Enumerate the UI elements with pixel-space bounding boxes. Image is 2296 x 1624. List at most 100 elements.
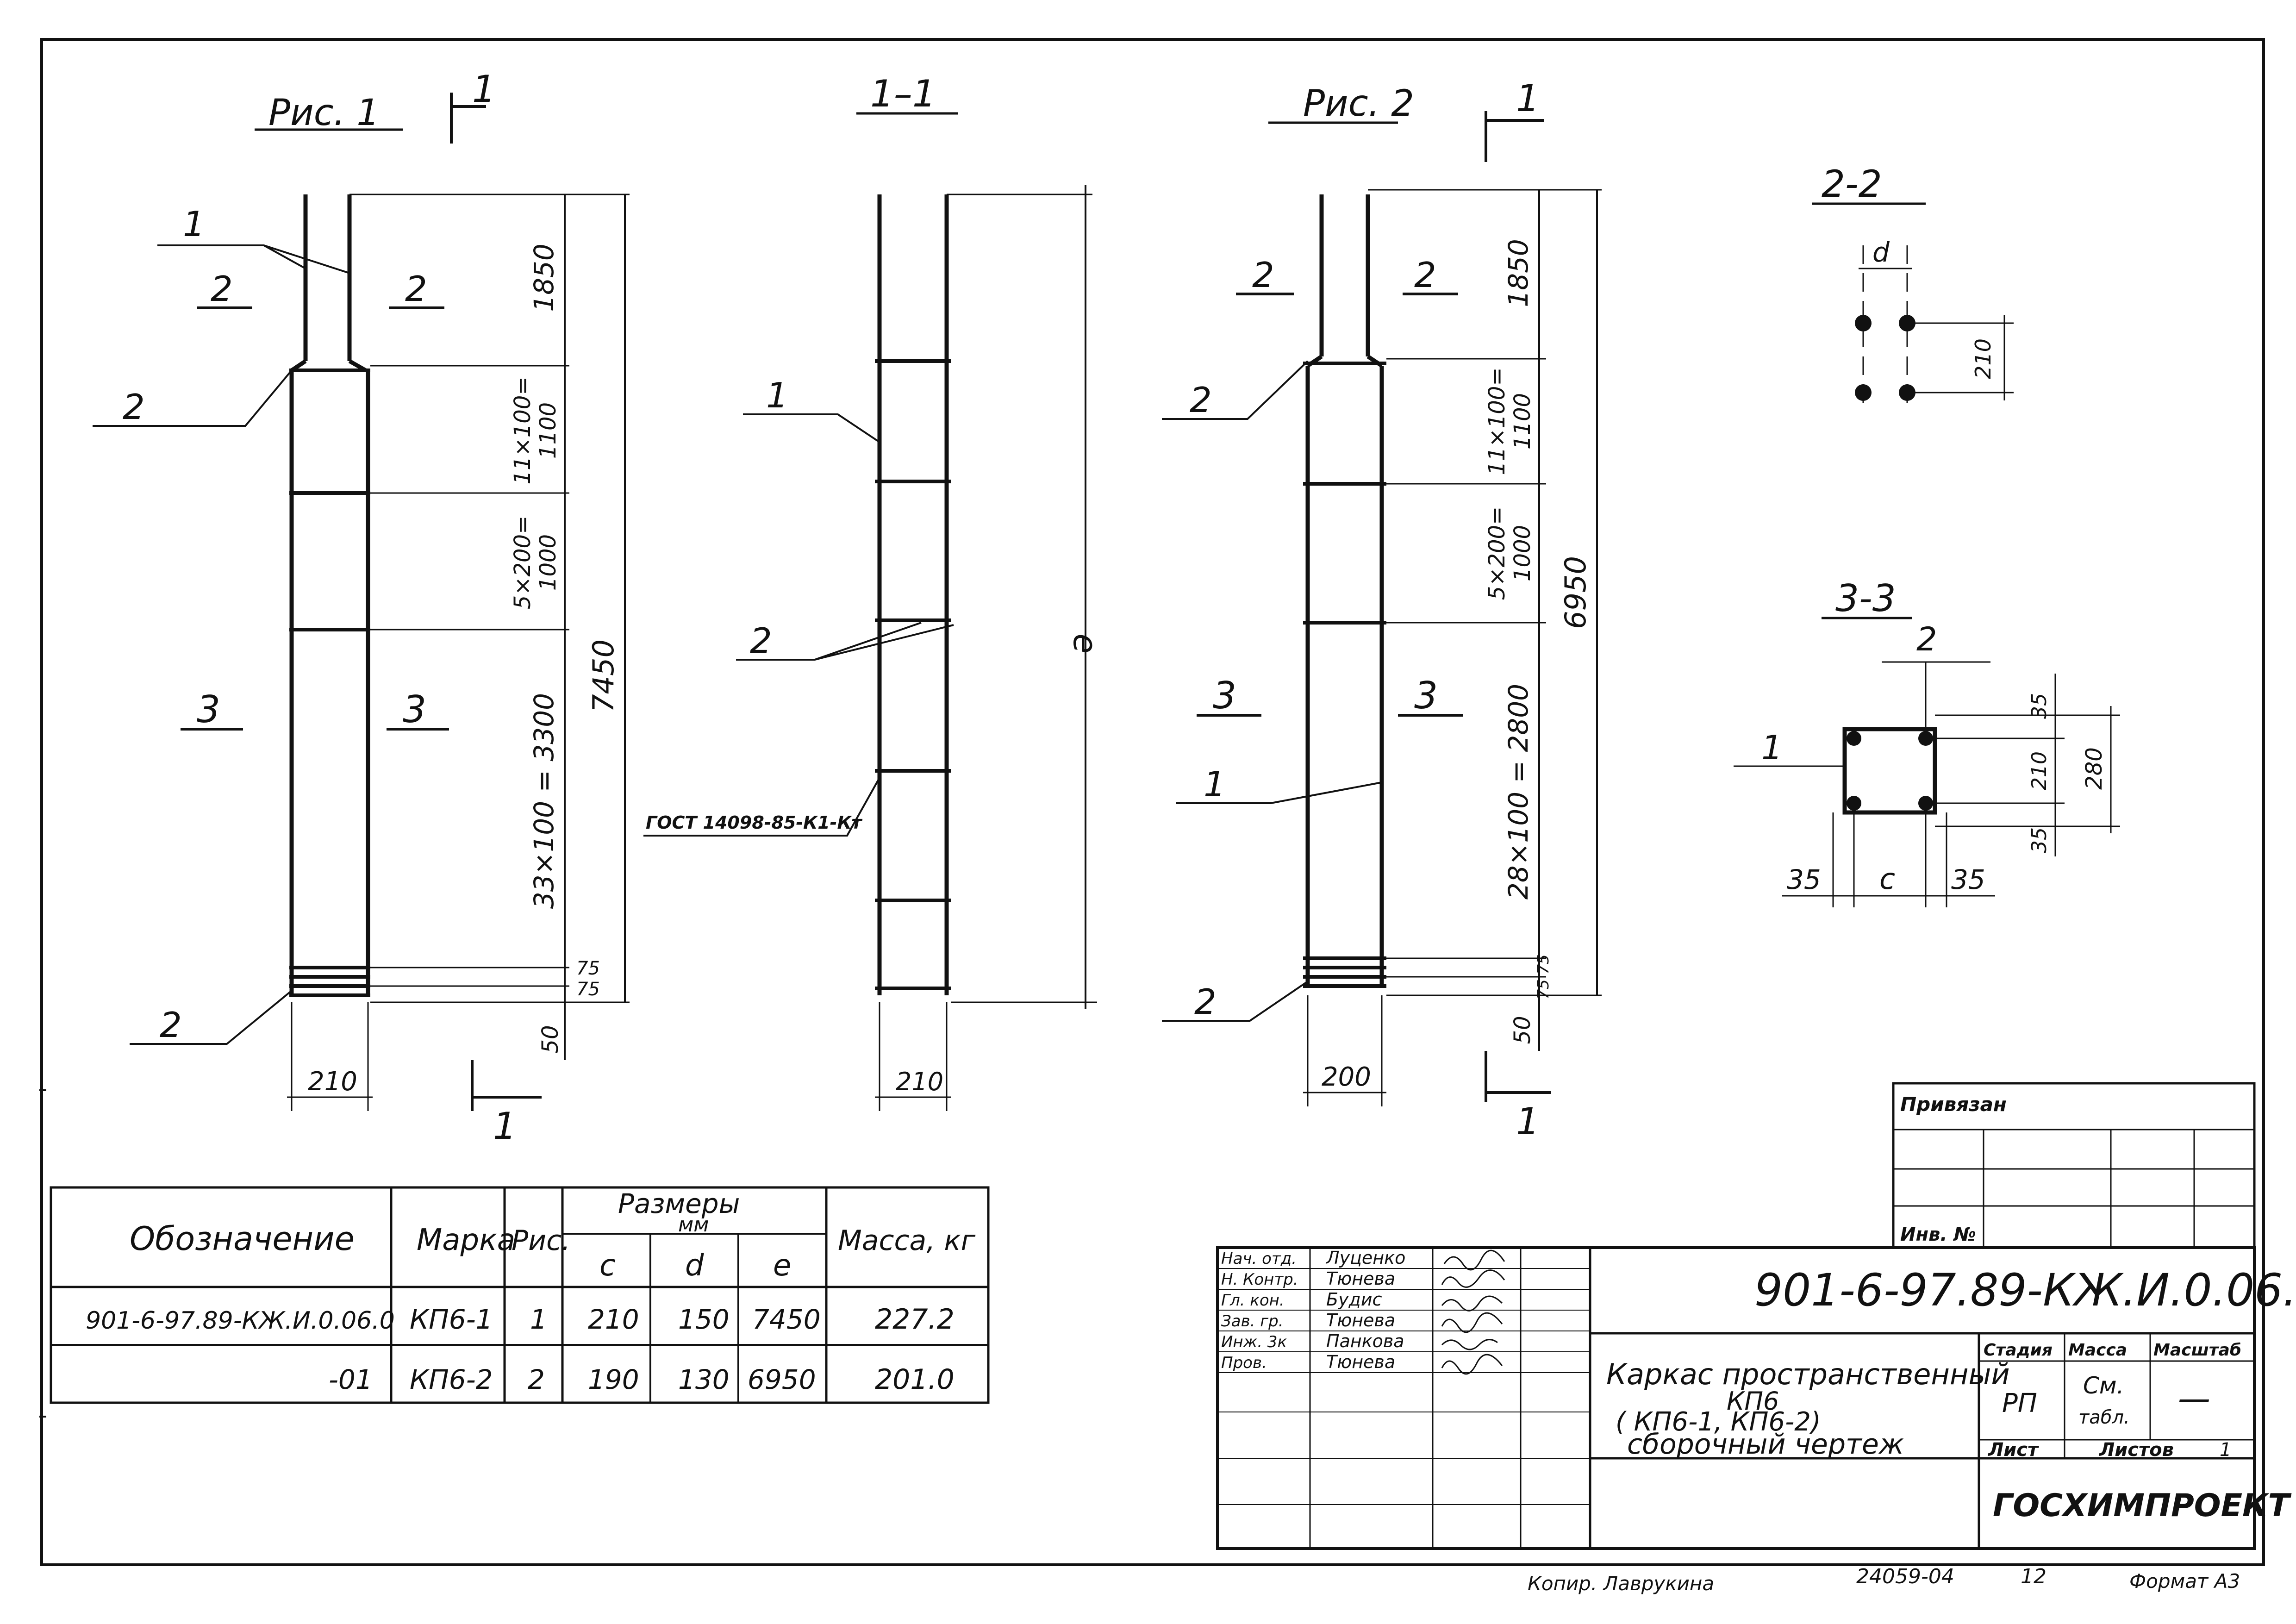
footer-order: 24059-04 xyxy=(1856,1565,1954,1588)
sec11-gost: ГОСТ 14098-85-К1-Кт xyxy=(646,812,863,833)
sheet-frame xyxy=(40,38,2265,1566)
fig1-mark-2c: 2 xyxy=(123,387,145,427)
name-2: Тюнева xyxy=(1326,1268,1395,1289)
footer-format: Формат А3 xyxy=(2129,1570,2240,1593)
fig1-dim-s1a: 11×100= xyxy=(510,376,536,484)
fig2-dim-bottom: 50 xyxy=(1510,1016,1535,1044)
scale-value: — xyxy=(2178,1380,2210,1418)
figure-1: Рис. 1 1 1 2 2 2 3 3 2 xyxy=(93,68,630,1148)
privyazan-label: Привязан xyxy=(1900,1093,2007,1116)
row2-fig: 2 xyxy=(528,1364,545,1395)
sec33-dim-h: 210 xyxy=(2028,751,2051,790)
fig2-title: Рис. 2 xyxy=(1303,83,1414,125)
row2-c: 190 xyxy=(588,1364,639,1395)
fig1-dim-75b: 75 xyxy=(576,979,600,1000)
cut-mark-bottom xyxy=(471,1060,542,1111)
fig2-mark-1: 1 xyxy=(1204,764,1226,805)
title-line-3: ( КП6-1, КП6-2) xyxy=(1616,1407,1821,1437)
row2-mark: КП6-2 xyxy=(410,1364,493,1395)
spec-table: Обозначение Марка Рис. Размеры мм c d e … xyxy=(50,1186,990,1404)
fig2-dim-s1b: 1100 xyxy=(1510,393,1535,450)
fig2-dim-total: 6950 xyxy=(1559,556,1592,629)
sec33-mark-1: 1 xyxy=(1761,728,1783,767)
col-sizes: Размеры xyxy=(618,1188,740,1219)
fig1-dim-75a: 75 xyxy=(576,958,600,979)
fig1-dim-total: 7450 xyxy=(586,639,620,712)
fig2-cut-bottom: 1 xyxy=(1516,1100,1540,1143)
role-1: Нач. отд. xyxy=(1221,1249,1297,1268)
sec33-mark-2: 2 xyxy=(1916,620,1937,658)
stage-value: РП xyxy=(2002,1388,2037,1418)
sec33-dim-b: 35 xyxy=(1951,864,1985,895)
sec11-dim-e: e xyxy=(1066,633,1104,653)
fig2-mark-3b: 3 xyxy=(1414,674,1438,717)
role-2: Н. Контр. xyxy=(1221,1270,1298,1289)
sec33-dim-bb: 35 xyxy=(2028,827,2051,853)
col-unit: мм xyxy=(678,1213,709,1237)
title-line-1: Каркас пространственный xyxy=(1606,1357,2010,1391)
fig1-dim-s3: 33×100 = 3300 xyxy=(528,693,560,909)
role-6: Пров. xyxy=(1221,1354,1267,1372)
figure-2: Рис. 2 1 2 2 2 3 3 1 2 xyxy=(1162,77,1602,1143)
row1-mark: КП6-1 xyxy=(410,1304,493,1335)
org-name: ГОСХИМПРОЕКТ xyxy=(1993,1487,2292,1524)
mass-value-1: См. xyxy=(2083,1372,2124,1399)
cut-label-top: 1 xyxy=(472,68,496,111)
sec11-dim-width: 210 xyxy=(896,1067,943,1096)
fig1-mark-2b: 2 xyxy=(405,269,427,309)
sec22-dim-d: d xyxy=(1872,237,1890,268)
row1-c: 210 xyxy=(588,1304,639,1335)
fig2-mark-2c: 2 xyxy=(1190,380,1212,420)
sec33-title: 3-3 xyxy=(1835,577,1896,620)
sec11-title: 1–1 xyxy=(870,72,936,115)
stage-header: Стадия xyxy=(1984,1341,2053,1360)
role-4: Зав. гр. xyxy=(1221,1312,1284,1330)
cut-label-bottom: 1 xyxy=(493,1105,517,1148)
fig2-dim-s1a: 11×100= xyxy=(1484,367,1510,475)
document-code: 901-6-97.89-КЖ.И.0.06.0СБ xyxy=(1754,1264,2296,1316)
footer-num: 12 xyxy=(2021,1565,2046,1588)
sec33-dim-t: 35 xyxy=(2028,693,2051,719)
fig1-dim-s2a: 5×200= xyxy=(510,516,536,610)
sec11-mark-2: 2 xyxy=(750,620,772,661)
role-3: Гл. кон. xyxy=(1221,1291,1285,1310)
fig1-mark-2a: 2 xyxy=(211,269,233,309)
name-6: Тюнева xyxy=(1326,1352,1395,1372)
fig1-mark-3b: 3 xyxy=(403,688,426,731)
sec33-dim-total: 280 xyxy=(2081,747,2107,790)
cut-mark-top xyxy=(450,93,486,144)
fig2-dim-s2a: 5×200= xyxy=(1484,506,1510,600)
fig2-dim-top: 1850 xyxy=(1503,239,1534,307)
sheets-label: Листов xyxy=(2099,1439,2174,1461)
row1-mass: 227.2 xyxy=(875,1303,955,1336)
fig1-mark-2d: 2 xyxy=(160,1005,182,1045)
footer-copier: Копир. Лаврукина xyxy=(1528,1572,1714,1595)
col-designation: Обозначение xyxy=(130,1220,355,1258)
fig1-dim-bottom: 50 xyxy=(537,1025,563,1053)
name-5: Панкова xyxy=(1326,1331,1404,1351)
sec22-dim-h: 210 xyxy=(1971,338,1996,379)
inv-label: Инв. № xyxy=(1900,1224,1976,1245)
col-e: e xyxy=(773,1249,791,1283)
name-3: Будис xyxy=(1326,1289,1382,1310)
row2-e: 6950 xyxy=(748,1364,816,1395)
fig2-dim-s3: 28×100 = 2800 xyxy=(1503,684,1534,899)
section-3-3: 3-3 2 1 35 210 35 280 35 c 35 xyxy=(1734,577,2120,907)
row1-e: 7450 xyxy=(752,1304,821,1335)
scale-header: Масштаб xyxy=(2153,1341,2241,1360)
fig1-dim-top: 1850 xyxy=(528,244,560,312)
sec11-mark-1: 1 xyxy=(766,375,788,416)
row2-d: 130 xyxy=(678,1364,730,1395)
title-block: Нач. отд. Н. Контр. Гл. кон. Зав. гр. Ин… xyxy=(1216,1246,2296,1550)
fig2-mark-2a: 2 xyxy=(1252,255,1274,295)
sec22-title: 2-2 xyxy=(1822,162,1882,206)
sheet-label: Лист xyxy=(1988,1439,2040,1461)
fig2-mark-2b: 2 xyxy=(1414,255,1436,295)
table-row: -01 КП6-2 2 190 130 6950 201.0 xyxy=(329,1363,955,1396)
row1-d: 150 xyxy=(678,1304,730,1335)
title-line-2: КП6 xyxy=(1727,1387,1779,1416)
footer: Копир. Лаврукина 24059-04 12 Формат А3 xyxy=(1528,1565,2240,1595)
fig1-dim-width: 210 xyxy=(308,1067,357,1097)
col-d: d xyxy=(685,1249,704,1283)
